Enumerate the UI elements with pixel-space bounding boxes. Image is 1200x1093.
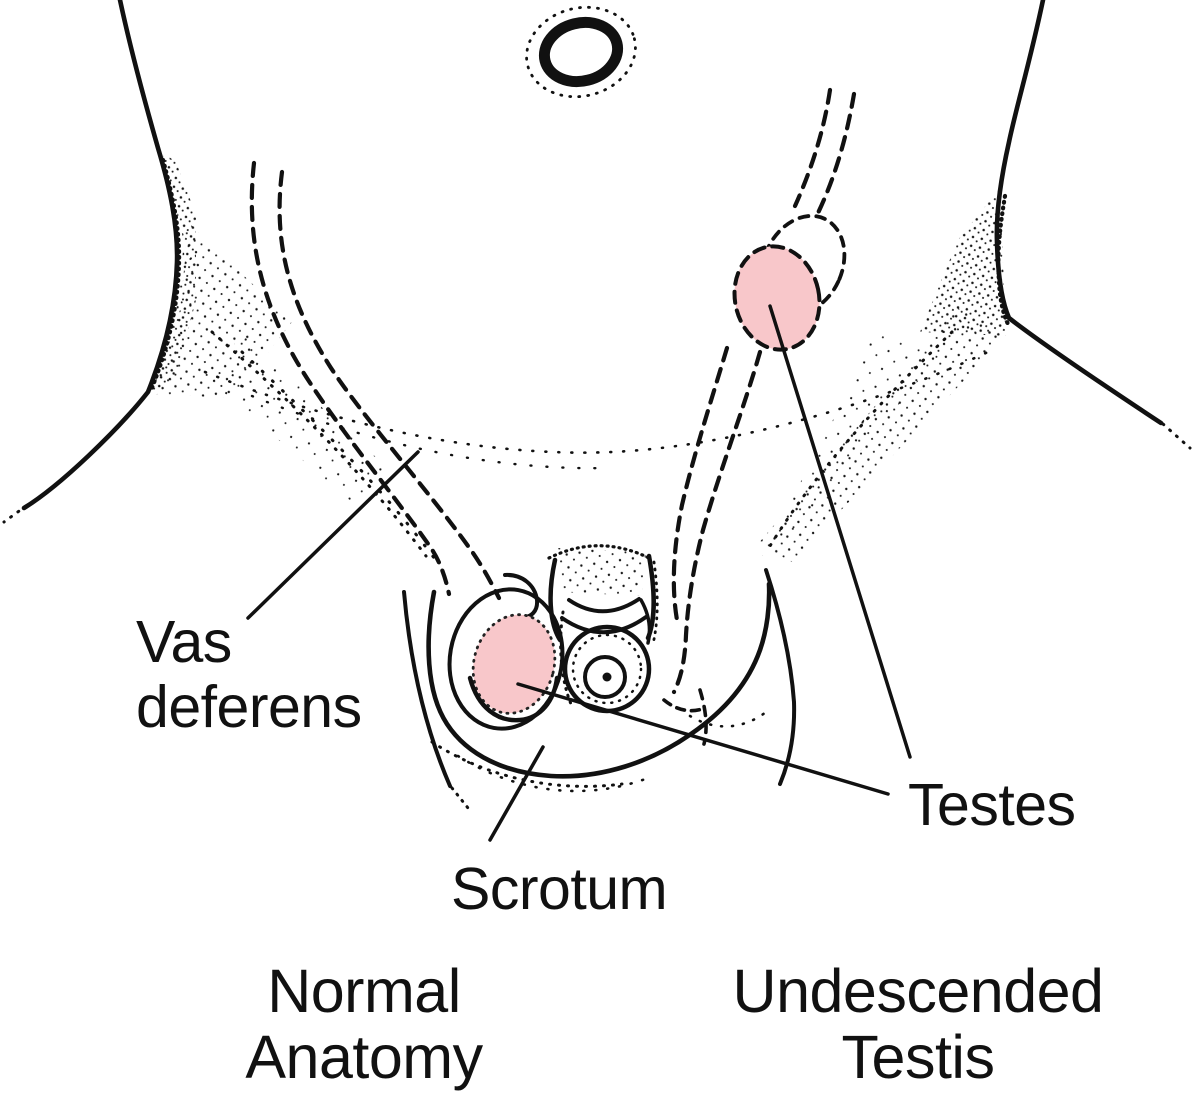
caption-normal-line2: Anatomy [245,1023,483,1091]
raphe-stipple [559,610,573,706]
vas-deferens-left-outer [249,160,452,597]
body-outline-left [21,0,180,511]
canal-upper-outer [815,91,857,216]
label-vas-deferens-line2: deferens [136,674,362,740]
stipple-shading [152,152,1006,596]
suprapubic-crease-dots-2 [250,394,612,470]
inguinal-canal-dashed-right [662,87,857,746]
caption-normal-line1: Normal [267,957,461,1025]
canal-upper-inner [792,87,833,209]
glans [583,655,627,699]
leader-lines [246,304,912,842]
label-vas-deferens: Vas deferens [136,610,362,740]
penis-base-stipple [547,544,653,561]
testis-undescended [732,244,822,352]
navel-stipple-ring [525,5,637,99]
navel-ring [538,16,624,88]
canal-scrotal-fragment [698,688,708,746]
penis-ridge-2 [560,615,648,635]
label-testes: Testes [908,772,1076,838]
scrotum-group [402,568,797,810]
body-outline-right-fade [1161,422,1192,450]
penis-ridge-1 [567,597,641,614]
stipple-penis-shaft [558,548,646,596]
body-outline-right [994,0,1164,426]
body-outline [2,0,1192,524]
scrotum-outline [426,581,772,779]
label-vas-deferens-line1: Vas [136,609,232,675]
leader-testes-undescended [768,304,912,759]
canal-lower-outer [671,349,763,695]
caption-undescended-line2: Testis [841,1023,995,1091]
undescended-testis-group [732,214,847,352]
label-scrotum: Scrotum [451,856,668,922]
caption-normal-anatomy: Normal Anatomy [214,958,514,1090]
suprapubic-crease-dots [203,350,990,454]
scrotal-sac-fold [503,572,540,620]
testis-normal [471,613,557,715]
penis-shaft-left [548,557,563,643]
navel [525,5,637,99]
left-inguinal-crease-dots [210,330,428,558]
stipple-left-fringe [222,330,392,502]
scrotum-stipple-right [688,710,768,728]
leader-scrotum [488,745,545,842]
empty-sac-dash [662,698,704,713]
thigh-crease-left [402,590,452,788]
vas-deferens-left-inner [277,169,502,601]
glans-corona-stipple [571,633,643,705]
leader-testes-normal [516,682,890,796]
leader-vas-deferens [246,450,420,620]
stipple-right-waist [920,188,1006,336]
testis-normal-bottom-outline [467,675,560,723]
vas-deferens-dashed-left [249,160,502,601]
penis-shaft-right-stipple [651,560,659,646]
penis-ridge-curl [639,598,652,645]
stipple-right-fringe [762,330,942,556]
canal-lower-inner [671,345,730,623]
meatus-dot [602,672,612,682]
left-inguinal-crease-dots-2 [240,350,442,568]
thigh-crease-left-fade [450,786,470,810]
caption-undescended-testis: Undescended Testis [708,958,1128,1090]
scrotum-stipple-1 [430,740,624,788]
caption-undescended-line1: Undescended [732,957,1104,1025]
thigh-crease-right [764,568,797,786]
